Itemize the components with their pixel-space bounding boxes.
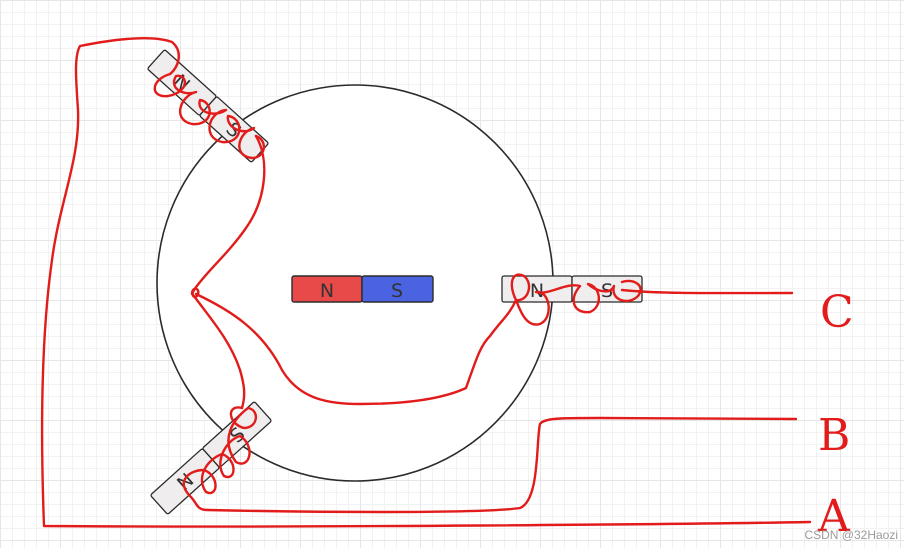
rotor-south-pole bbox=[361, 275, 434, 303]
watermark: CSDN @32Haozi bbox=[804, 528, 898, 542]
phase-label-c: C bbox=[820, 287, 854, 338]
center-to-right-wire bbox=[194, 292, 518, 406]
phase-a-wire bbox=[40, 37, 812, 528]
coil-bottom-left bbox=[182, 406, 257, 512]
center-to-bottom-left-wire bbox=[192, 294, 246, 410]
phase-label-b: B bbox=[818, 410, 850, 461]
top-left-to-center-wire bbox=[192, 134, 266, 292]
phase-label-a: A bbox=[817, 491, 851, 542]
windings bbox=[40, 37, 812, 528]
rotor-magnet: N S bbox=[291, 275, 434, 303]
phase-c-wire bbox=[620, 288, 794, 295]
phase-b-wire bbox=[206, 416, 798, 514]
coil-right bbox=[510, 273, 642, 326]
stator-bottom-left-south-pole bbox=[202, 401, 272, 468]
rotor-north-label: N bbox=[320, 280, 334, 302]
coil-top-left bbox=[153, 72, 265, 160]
rotor-south-label: S bbox=[391, 280, 403, 302]
